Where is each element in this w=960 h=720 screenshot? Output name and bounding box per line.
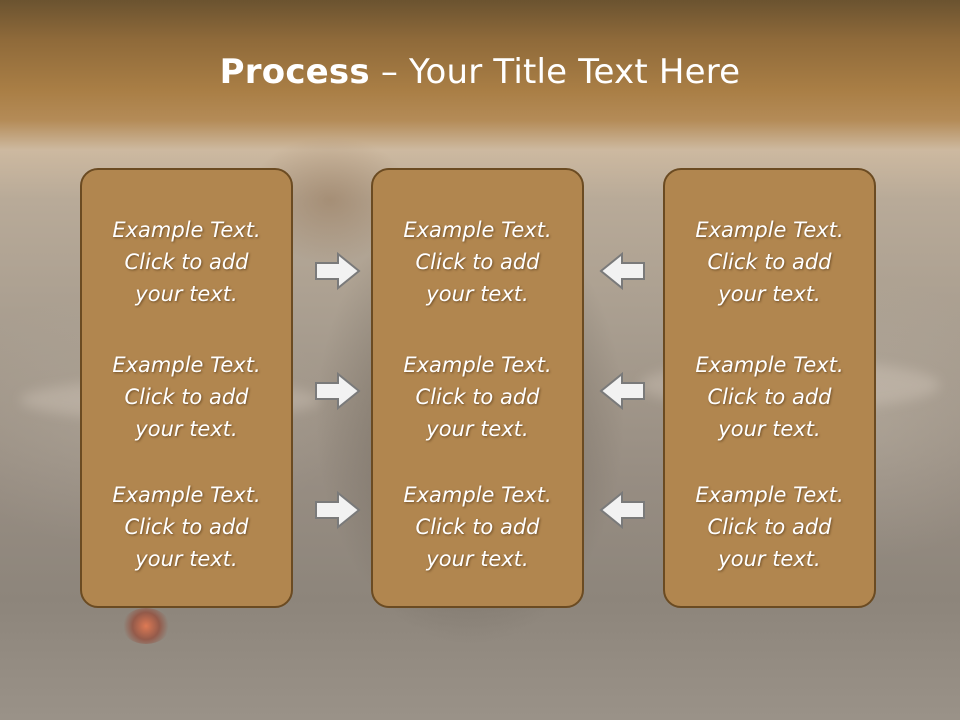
text-line: your text. — [718, 282, 821, 306]
text-line: Click to add — [415, 250, 540, 274]
text-line: Example Text. — [403, 483, 552, 507]
arrow-right-icon — [315, 490, 361, 530]
text-line: your text. — [718, 417, 821, 441]
text-block[interactable]: Example Text. Click to add your text. — [665, 479, 874, 575]
arrow-right-icon — [315, 371, 361, 411]
arrow-left-icon — [599, 371, 645, 411]
text-line: your text. — [135, 282, 238, 306]
text-line: Example Text. — [112, 353, 261, 377]
text-line: Click to add — [415, 515, 540, 539]
text-line: your text. — [426, 547, 529, 571]
text-block[interactable]: Example Text. Click to add your text. — [665, 349, 874, 445]
text-line: your text. — [426, 282, 529, 306]
text-line: your text. — [135, 547, 238, 571]
text-line: Click to add — [124, 385, 249, 409]
process-box-right[interactable]: Example Text. Click to add your text. Ex… — [663, 168, 876, 608]
arrow-left-icon — [599, 490, 645, 530]
text-line: Example Text. — [695, 353, 844, 377]
process-box-left[interactable]: Example Text. Click to add your text. Ex… — [80, 168, 293, 608]
text-block[interactable]: Example Text. Click to add your text. — [82, 349, 291, 445]
text-line: Example Text. — [695, 218, 844, 242]
text-line: your text. — [718, 547, 821, 571]
text-block[interactable]: Example Text. Click to add your text. — [373, 214, 582, 310]
text-block[interactable]: Example Text. Click to add your text. — [373, 349, 582, 445]
text-line: Click to add — [707, 515, 832, 539]
arrow-left-icon — [599, 251, 645, 291]
title-bold-word: Process — [219, 52, 370, 92]
text-line: your text. — [135, 417, 238, 441]
text-line: Example Text. — [403, 218, 552, 242]
text-line: Click to add — [707, 385, 832, 409]
slide-title[interactable]: Process – Your Title Text Here — [0, 52, 960, 92]
background-taillight — [122, 608, 170, 644]
text-block[interactable]: Example Text. Click to add your text. — [373, 479, 582, 575]
text-block[interactable]: Example Text. Click to add your text. — [82, 479, 291, 575]
text-line: Example Text. — [112, 218, 261, 242]
text-line: Click to add — [415, 385, 540, 409]
text-line: Example Text. — [695, 483, 844, 507]
text-line: Click to add — [707, 250, 832, 274]
title-dash: – — [369, 52, 410, 92]
text-line: Click to add — [124, 515, 249, 539]
text-block[interactable]: Example Text. Click to add your text. — [665, 214, 874, 310]
text-line: your text. — [426, 417, 529, 441]
text-line: Example Text. — [112, 483, 261, 507]
process-box-center[interactable]: Example Text. Click to add your text. Ex… — [371, 168, 584, 608]
text-line: Example Text. — [403, 353, 552, 377]
text-block[interactable]: Example Text. Click to add your text. — [82, 214, 291, 310]
text-line: Click to add — [124, 250, 249, 274]
arrow-right-icon — [315, 251, 361, 291]
title-rest: Your Title Text Here — [409, 52, 741, 92]
